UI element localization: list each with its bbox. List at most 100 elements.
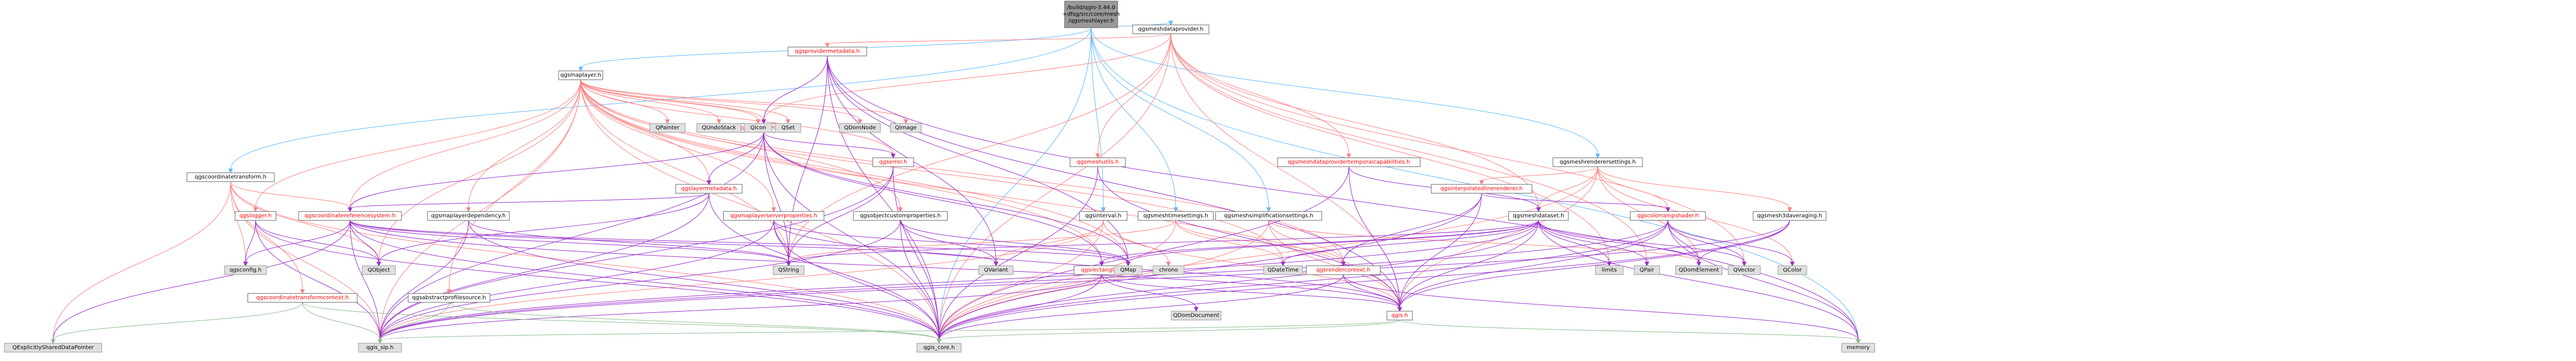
node-label: QColor bbox=[1783, 267, 1802, 274]
node-label: qgsmaplayerdependency.h bbox=[431, 213, 506, 219]
edge-qgsmeshdataprovider-to-qgsmeshutils bbox=[1095, 33, 1171, 159]
node-QColor: QColor bbox=[1777, 265, 1807, 275]
node-qgsctc[interactable]: qgscoordinatetransformcontext.h bbox=[247, 293, 358, 303]
node-label: QImage bbox=[895, 125, 916, 131]
node-box bbox=[1064, 1, 1118, 28]
node-box bbox=[744, 123, 773, 133]
node-label: qgsmeshutils.h bbox=[1077, 159, 1119, 166]
node-label: qgserror.h bbox=[879, 159, 908, 166]
node-qgis_sip: qgis_sip.h bbox=[358, 343, 402, 353]
edge-qgsmaplayer-to-qgsobjcp bbox=[580, 79, 903, 213]
node-qgsmeshsimp[interactable]: qgsmeshsimplificationsettings.h bbox=[1215, 211, 1322, 221]
node-box bbox=[890, 123, 922, 133]
node-label: /qgsmeshlayer.h bbox=[1068, 18, 1114, 24]
edge-qgscoordtrans-to-QESDP bbox=[50, 181, 231, 344]
edge-qgscoordtrans-to-qgis_core bbox=[230, 181, 942, 344]
node-label: +dfsg/src/core/mesh bbox=[1062, 12, 1120, 18]
node-qgsmaplayerdep[interactable]: qgsmaplayerdependency.h bbox=[427, 211, 510, 221]
node-label: qgsmeshdataset.h bbox=[1513, 213, 1565, 219]
node-qgsmesh3d[interactable]: qgsmesh3daveraging.h bbox=[1753, 211, 1827, 221]
node-box bbox=[675, 184, 743, 194]
edge-qgscoordtrans-to-qgis_sip bbox=[230, 181, 383, 344]
node-label: qgscoordinatereferencesystem.h bbox=[305, 213, 396, 219]
node-box bbox=[1114, 265, 1143, 275]
edge-qgsmeshdptc-to-qgis_core bbox=[936, 166, 1349, 344]
node-label: QExplicitlySharedDataPointer bbox=[12, 345, 94, 351]
edge-qgsmeshrenderer-to-qgsinterp bbox=[1479, 166, 1598, 185]
node-qgsmeshrenderer[interactable]: qgsmeshrenderersettings.h bbox=[1552, 157, 1643, 167]
edge-qgsrenderctx-to-qgis bbox=[1343, 274, 1402, 312]
node-box bbox=[1386, 311, 1413, 321]
node-box bbox=[427, 211, 510, 221]
edge-qgscrs-to-qgis_core bbox=[350, 220, 942, 344]
node-label: QPair bbox=[1640, 267, 1655, 274]
node-qgsmaplayer[interactable]: qgsmaplayer.h bbox=[558, 70, 603, 80]
node-qgscoordtrans[interactable]: qgscoordinatetransform.h bbox=[186, 172, 275, 182]
edge-qgsabsprof-to-qgis_sip bbox=[377, 302, 450, 344]
node-label: QDomDocument bbox=[1173, 313, 1219, 319]
node-qgsmeshdataset[interactable]: qgsmeshdataset.h bbox=[1508, 211, 1569, 221]
node-QSet: QSet bbox=[775, 123, 801, 133]
node-label: qgsmaplayerserverproperties.h bbox=[730, 213, 817, 219]
node-box bbox=[1508, 211, 1569, 221]
node-root[interactable]: /build/qgis-3.44.0+dfsg/src/core/mesh/qg… bbox=[1062, 1, 1120, 28]
node-qgsrenderctx[interactable]: qgsrendercontext.h bbox=[1306, 265, 1381, 275]
node-qgsmeshdataprovider[interactable]: qgsmeshdataprovider.h bbox=[1132, 24, 1209, 34]
edge-qgsmaplayer-to-QImage bbox=[580, 79, 909, 125]
edge-qgsproviderm-to-qgis_core bbox=[827, 55, 942, 344]
node-box bbox=[1171, 311, 1222, 321]
node-qgsmeshtime[interactable]: qgsmeshtimesettings.h bbox=[1138, 211, 1214, 221]
node-box bbox=[1263, 265, 1303, 275]
edge-qgsdataprovider-to-qgserror bbox=[763, 132, 896, 159]
edge-qgis-to-memory bbox=[1399, 319, 1861, 344]
node-qgsproviderm[interactable]: qgsprovidermetadata.h bbox=[788, 47, 867, 56]
node-qgsmeshutils[interactable]: qgsmeshutils.h bbox=[1070, 157, 1126, 167]
node-qgslogger[interactable]: qgslogger.h bbox=[234, 211, 277, 221]
node-label: QUndoStack bbox=[702, 125, 736, 131]
node-box bbox=[773, 265, 805, 275]
node-qgsinterp[interactable]: qgsinterpolatedlinerenderer.h bbox=[1431, 184, 1532, 194]
edge-qgsobjcp-to-QVariant bbox=[900, 220, 999, 267]
edge-qgsmaplayer-to-QUndoStack bbox=[580, 79, 722, 125]
node-box bbox=[839, 123, 881, 133]
node-qgsabsprof[interactable]: qgsabstractprofilesource.h bbox=[408, 293, 491, 303]
node-label: qgsconfig.h bbox=[230, 267, 262, 274]
node-box bbox=[358, 343, 402, 353]
node-label: qgscoordinatetransformcontext.h bbox=[256, 295, 348, 301]
edge-qgsdataprovider-to-qgslayermeta bbox=[706, 132, 764, 185]
node-label: qgsinterval.h bbox=[1085, 213, 1122, 219]
edge-qgsmaplayer-to-qgsrenderctx bbox=[580, 79, 1346, 267]
node-qgis[interactable]: qgis.h bbox=[1386, 311, 1413, 321]
node-qgserror[interactable]: qgserror.h bbox=[872, 157, 914, 167]
node-box bbox=[1675, 265, 1723, 275]
edge-qgsrenderctx-to-memory bbox=[1343, 274, 1861, 344]
node-box bbox=[696, 123, 742, 133]
node-qgslayermeta[interactable]: qgslayermetadata.h bbox=[675, 184, 743, 194]
edge-qgsmaplayerdep-to-QString bbox=[468, 220, 791, 267]
edge-qgsmeshdataprovider-to-qgsproviderm bbox=[825, 33, 1171, 48]
node-qgscolorramp[interactable]: qgscolorrampshader.h bbox=[1630, 211, 1706, 221]
edge-qgscolorramp-to-QColor bbox=[1667, 220, 1795, 267]
node-label: qgsmeshrenderersettings.h bbox=[1560, 159, 1636, 166]
edge-qgsmeshtime-to-QString bbox=[786, 220, 1176, 267]
node-box bbox=[1552, 157, 1643, 167]
node-box bbox=[1431, 184, 1532, 194]
node-label: qgsmeshsimplificationsettings.h bbox=[1224, 213, 1313, 219]
node-qgsmeshdptc[interactable]: qgsmeshdataprovidertemporalcapabilities.… bbox=[1277, 157, 1421, 167]
node-label: QVector bbox=[1733, 267, 1756, 274]
node-qgsmlsp[interactable]: qgsmaplayerserverproperties.h bbox=[723, 211, 825, 221]
node-qgsinterval[interactable]: qgsinterval.h bbox=[1079, 211, 1128, 221]
node-label: qgsrectangle.h bbox=[1081, 267, 1123, 274]
edge-qgsinterp-to-qgsrenderctx bbox=[1341, 193, 1482, 267]
node-box bbox=[1070, 157, 1126, 167]
node-box bbox=[1777, 265, 1807, 275]
node-qgscrs[interactable]: qgscoordinatereferencesystem.h bbox=[298, 211, 402, 221]
node-qgsobjcp[interactable]: qgsobjectcustomproperties.h bbox=[853, 211, 948, 221]
node-label: qgsmaplayer.h bbox=[560, 73, 601, 79]
edge-qgsmlsp-to-qgis_core bbox=[773, 220, 942, 344]
graph-nodes: /build/qgis-3.44.0+dfsg/src/core/mesh/qg… bbox=[4, 1, 1875, 353]
edge-qgsmeshdataset-to-memory bbox=[1538, 220, 1861, 344]
edge-qgscrs-to-qgsconfig bbox=[243, 220, 351, 267]
node-box bbox=[916, 343, 962, 353]
edge-qgsmeshdataprovider-to-qgsmeshdptc bbox=[1170, 33, 1352, 159]
